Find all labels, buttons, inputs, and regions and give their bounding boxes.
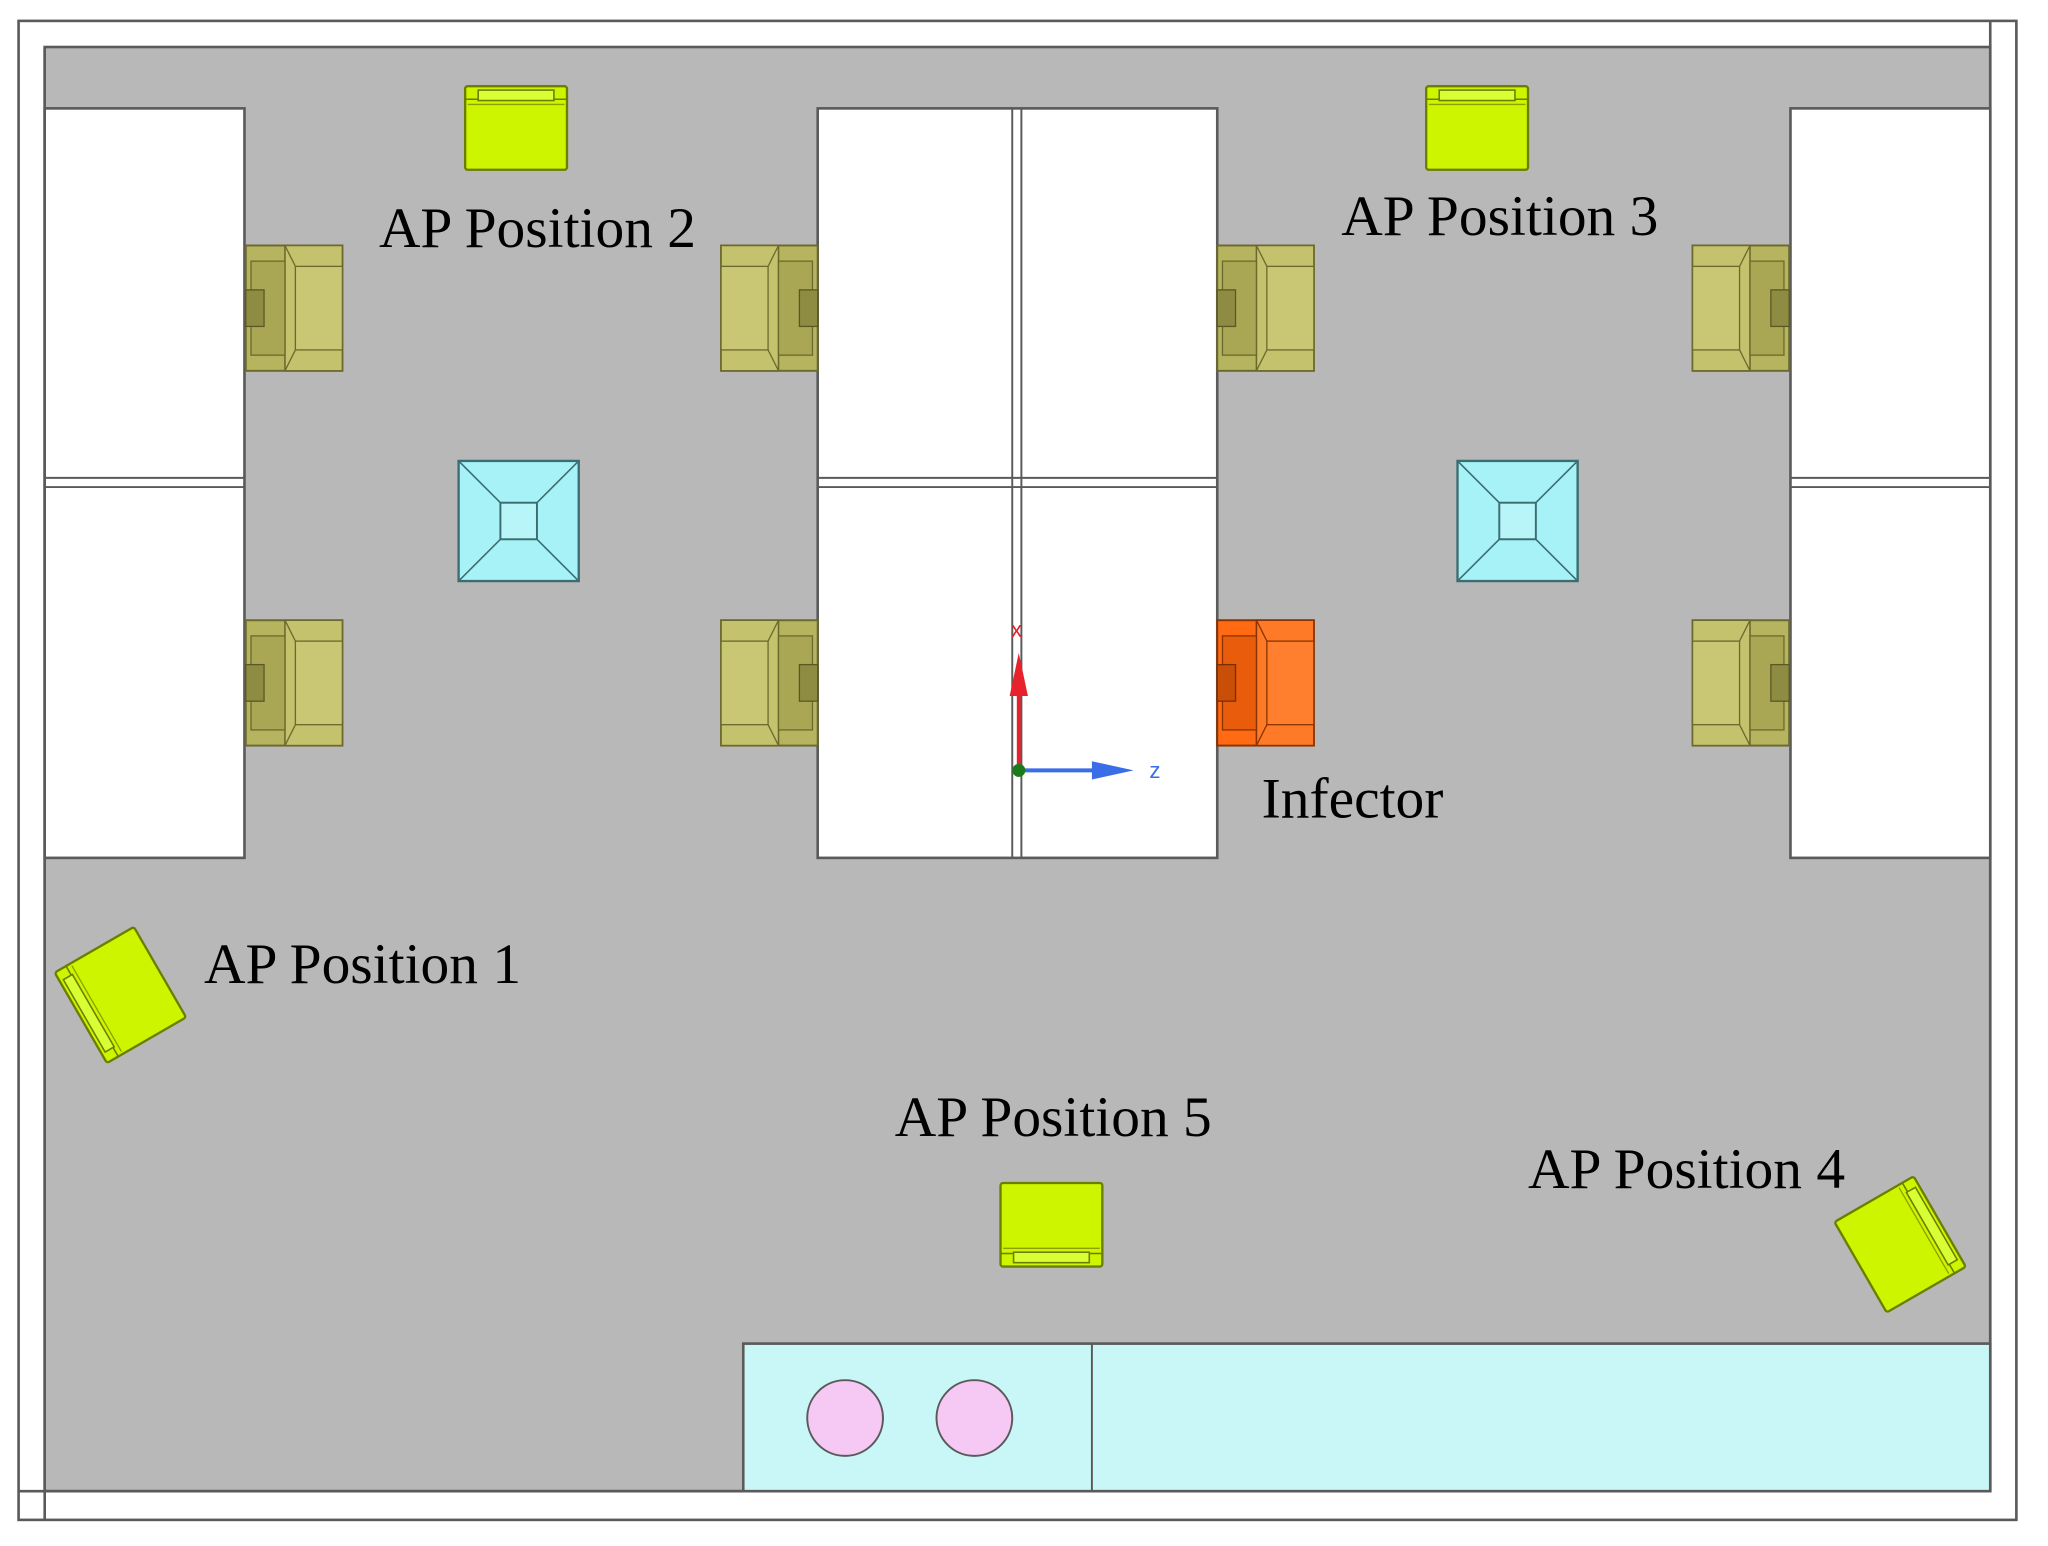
counter — [741, 1342, 1992, 1493]
label-ap-position-2: AP Position 2 — [379, 197, 696, 260]
desk-right — [1789, 107, 1992, 860]
label-ap-position-1: AP Position 1 — [204, 933, 521, 996]
infector-chair — [1216, 619, 1315, 747]
chair — [244, 619, 344, 747]
chair — [1693, 245, 1790, 370]
axis-origin — [1012, 763, 1026, 777]
label-infector: Infector — [1262, 767, 1444, 830]
chair — [244, 244, 344, 372]
air-purifier-position-4 — [1834, 1176, 1967, 1313]
air-purifier-position-2 — [463, 85, 569, 171]
desk-left — [43, 107, 246, 860]
air-diffuser — [457, 459, 580, 583]
label-ap-position-5: AP Position 5 — [895, 1086, 1212, 1149]
label-ap-position-3: AP Position 3 — [1341, 185, 1658, 248]
sink — [935, 1379, 1014, 1457]
chair — [1216, 244, 1315, 372]
axis-x-label: x — [1011, 617, 1022, 642]
axis-z-label: z — [1149, 758, 1160, 783]
air-purifier-position-1 — [54, 926, 187, 1064]
sink — [806, 1379, 884, 1457]
label-ap-position-4: AP Position 4 — [1528, 1138, 1845, 1201]
air-purifier-position-3 — [1424, 85, 1530, 171]
air-purifier-position-5 — [999, 1181, 1104, 1268]
chair — [1693, 620, 1790, 745]
coordinate-axes: x z — [1009, 617, 1160, 783]
chair — [721, 245, 818, 370]
chair — [721, 620, 818, 745]
air-diffuser — [1456, 459, 1579, 583]
